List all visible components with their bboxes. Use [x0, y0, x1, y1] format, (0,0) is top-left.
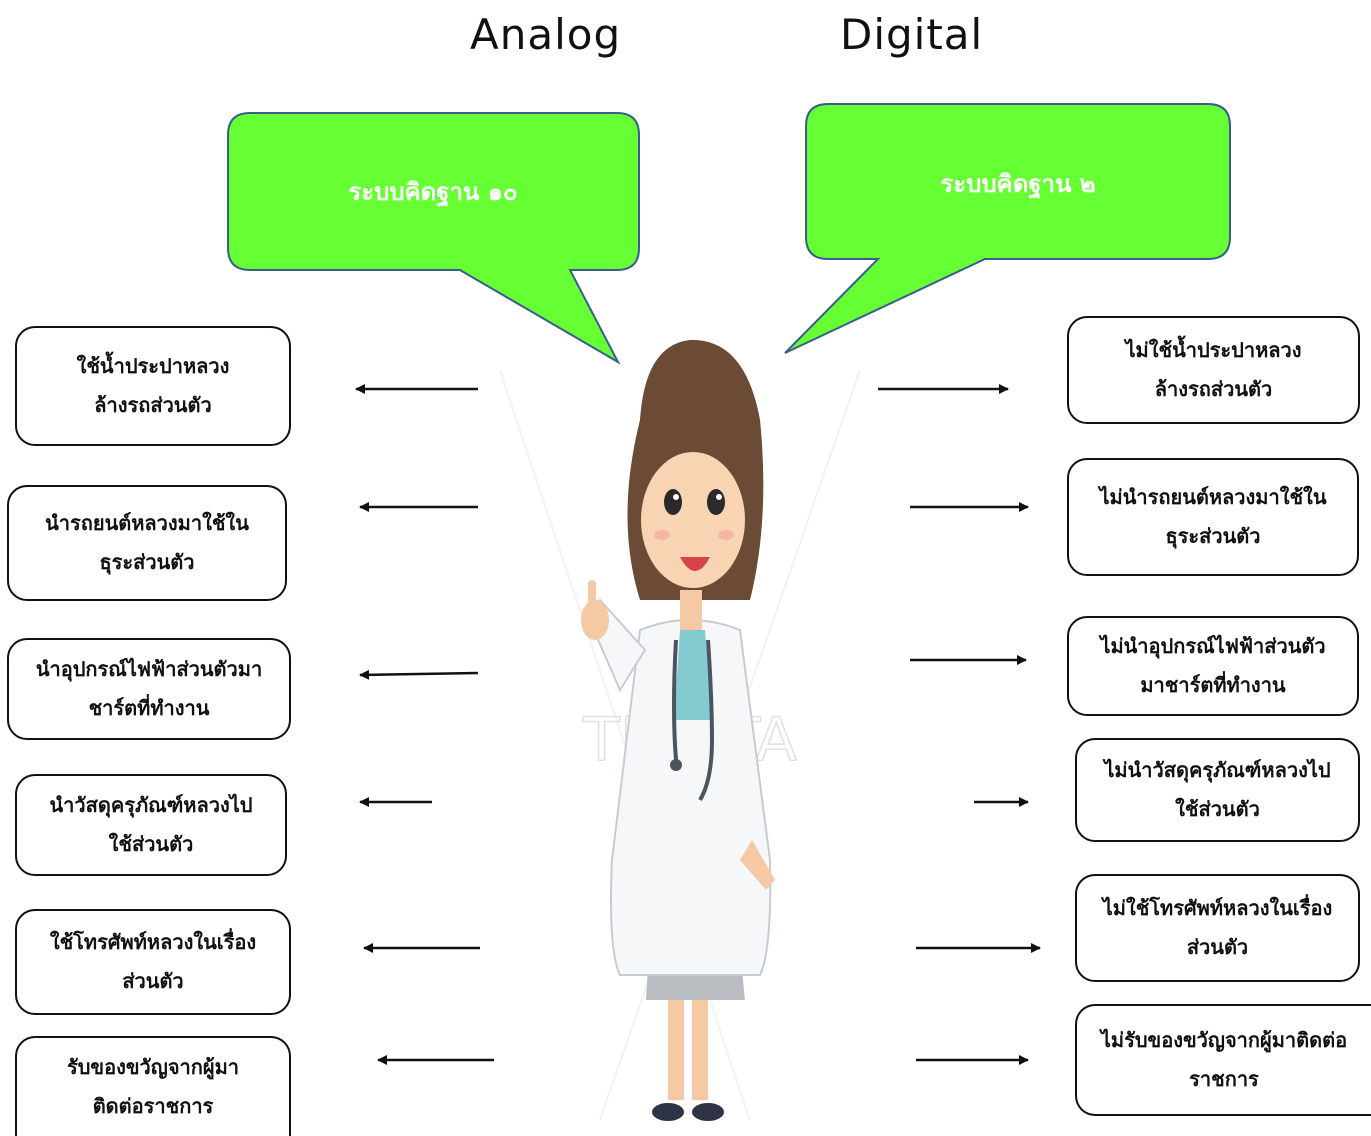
speech-bubble-left: ระบบคิดฐาน ๑๐	[227, 112, 640, 365]
digital-item-2: ไม่นำรถยนต์หลวงมาใช้ใน ธุระส่วนตัว	[1067, 458, 1359, 576]
analog-item-6: รับของขวัญจากผู้มา ติดต่อราชการ	[15, 1036, 291, 1136]
bubble-left-label: ระบบคิดฐาน ๑๐	[348, 178, 517, 208]
digital-item-4: ไม่นำวัสดุครุภัณฑ์หลวงไป ใช้ส่วนตัว	[1075, 738, 1360, 842]
digital-item-6: ไม่รับของขวัญจากผู้มาติดต่อ ราชการ	[1075, 1004, 1371, 1116]
digital-item-5: ไม่ใช้โทรศัพท์หลวงในเรื่อง ส่วนตัว	[1075, 874, 1360, 982]
digital-item-1: ไม่ใช้น้ำประปาหลวง ล้างรถส่วนตัว	[1067, 316, 1360, 424]
digital-heading: Digital	[840, 10, 984, 59]
arrow-left-3	[359, 669, 479, 680]
doctor-illustration	[581, 339, 775, 1121]
analog-item-3: นำอุปกรณ์ไฟฟ้าส่วนตัวมา ชาร์ตที่ทำงาน	[7, 638, 291, 740]
analog-item-1: ใช้น้ำประปาหลวง ล้างรถส่วนตัว	[15, 326, 291, 446]
analog-heading: Analog	[470, 10, 622, 59]
analog-item-2: นำรถยนต์หลวงมาใช้ใน ธุระส่วนตัว	[7, 485, 287, 601]
analog-item-4: นำวัสดุครุภัณฑ์หลวงไป ใช้ส่วนตัว	[15, 774, 287, 876]
left-arrows	[355, 384, 494, 1065]
right-arrows	[878, 384, 1041, 1065]
speech-bubble-right: ระบบคิดฐาน ๒	[784, 103, 1231, 354]
digital-item-3: ไม่นำอุปกรณ์ไฟฟ้าส่วนตัว มาชาร์ตที่ทำงาน	[1067, 616, 1359, 716]
bubble-right-label: ระบบคิดฐาน ๒	[940, 170, 1095, 200]
analog-item-5: ใช้โทรศัพท์หลวงในเรื่อง ส่วนตัว	[15, 909, 291, 1015]
